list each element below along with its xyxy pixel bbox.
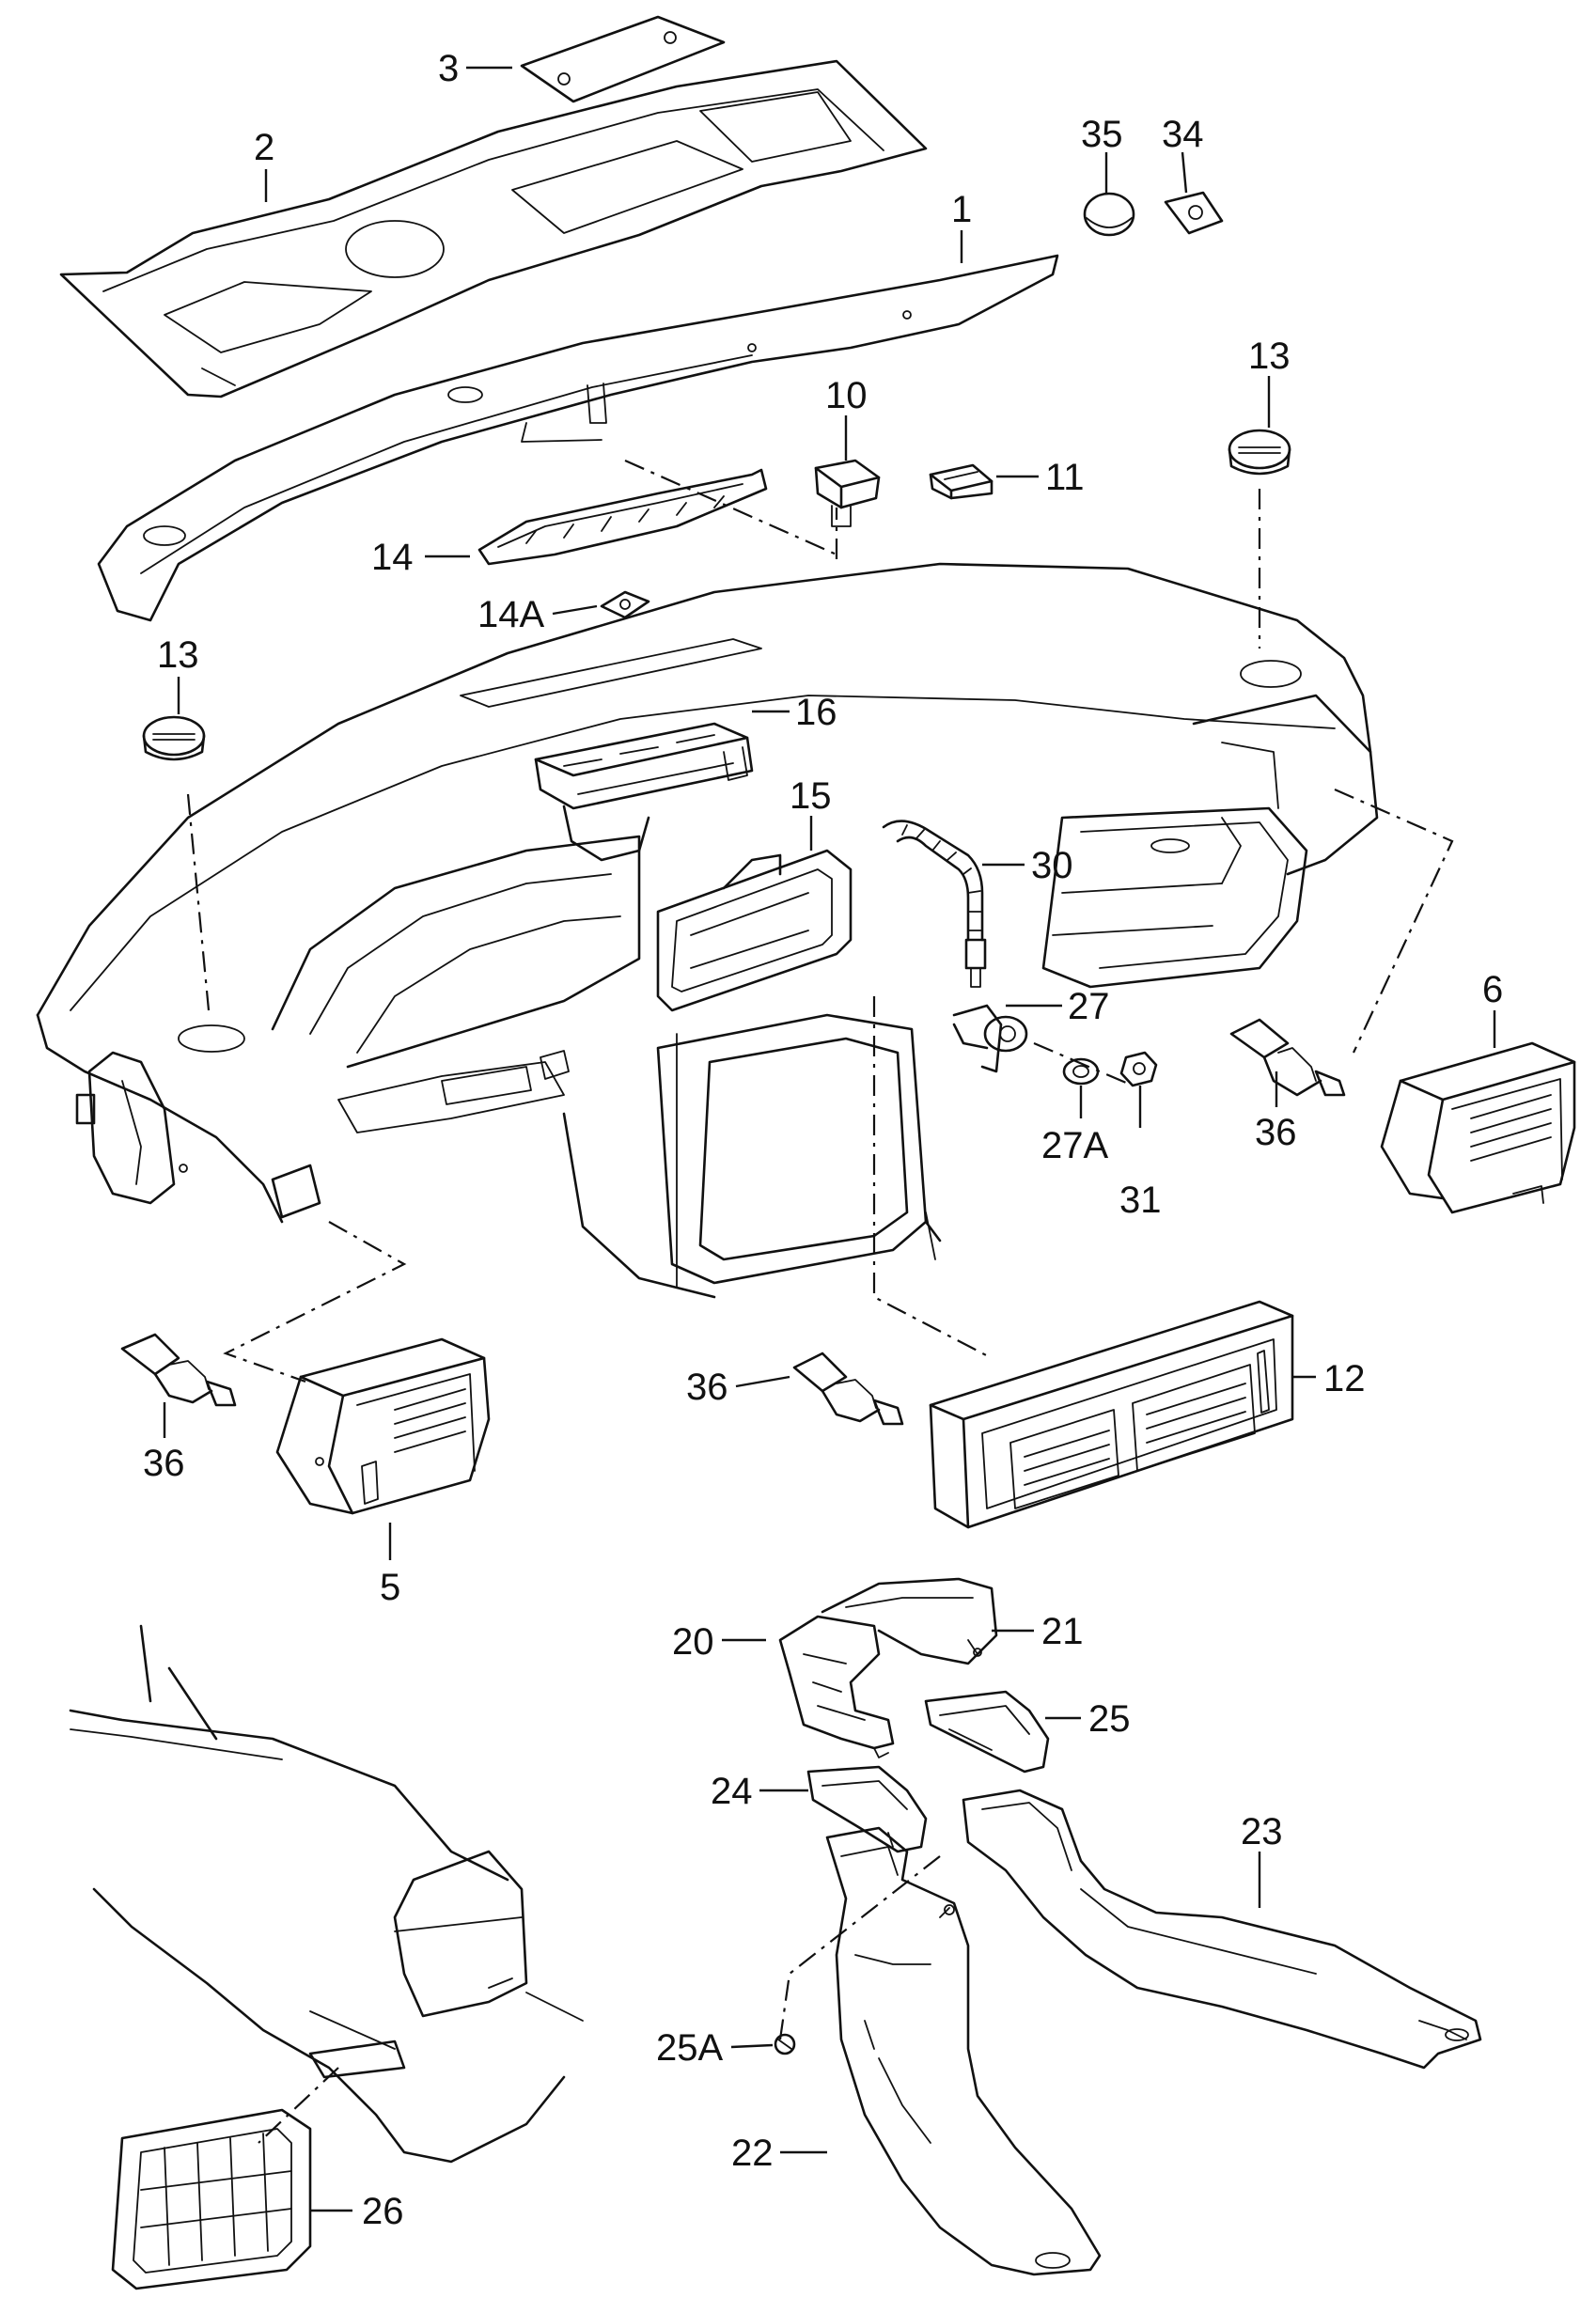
callout-25A: 25A <box>656 2027 723 2069</box>
part-5-left-vent <box>275 1337 491 1515</box>
callout-22: 22 <box>731 2133 774 2174</box>
callout-26: 26 <box>362 2191 404 2232</box>
callout-21: 21 <box>1041 1611 1084 1652</box>
callout-5: 5 <box>380 1567 400 1608</box>
callout-20: 20 <box>672 1621 714 1663</box>
part-35-plug <box>1083 192 1135 237</box>
part-13-round-grille-right <box>1228 429 1291 476</box>
callout-23: 23 <box>1241 1811 1283 1852</box>
part-15-vent-frame <box>656 849 853 1012</box>
rear-body-panel <box>69 1624 584 2164</box>
callout-27A: 27A <box>1041 1125 1108 1166</box>
part-31-nut <box>1119 1051 1158 1087</box>
part-21-duct <box>821 1577 998 1665</box>
callout-2: 2 <box>254 127 274 168</box>
part-11-clip <box>929 463 994 500</box>
part-22-footwell-duct <box>825 1826 1102 2276</box>
callout-15: 15 <box>790 775 832 817</box>
callout-1: 1 <box>951 189 972 230</box>
callout-6: 6 <box>1482 969 1503 1010</box>
part-16-dash-vent <box>534 722 754 862</box>
part-13-round-grille-left <box>142 715 206 761</box>
callout-36-right: 36 <box>1255 1112 1297 1153</box>
callout-14: 14 <box>371 537 414 578</box>
part-25A-clip <box>774 2033 796 2055</box>
part-23-floor-duct <box>962 1789 1482 2070</box>
callout-3: 3 <box>438 48 459 89</box>
alignment-lines <box>186 459 1454 2144</box>
callout-11: 11 <box>1045 457 1085 498</box>
part-34-speed-nut <box>1164 191 1224 235</box>
part-36-sensor-center <box>792 1352 904 1426</box>
dashboard-panel <box>36 562 1379 1299</box>
callout-30: 30 <box>1031 845 1073 886</box>
callout-24: 24 <box>711 1771 753 1812</box>
callout-27: 27 <box>1068 986 1110 1027</box>
leader-lines <box>163 66 1496 2212</box>
part-20-duct <box>778 1615 895 1758</box>
part-6-right-vent <box>1380 1041 1576 1214</box>
part-26-rear-grille <box>111 2108 312 2290</box>
callout-10: 10 <box>825 375 868 416</box>
part-14A-nut <box>600 590 650 619</box>
part-25-duct <box>924 1690 1050 1774</box>
callout-12: 12 <box>1323 1358 1366 1399</box>
callout-13-right: 13 <box>1248 336 1291 377</box>
part-14-defrost-vent <box>477 468 768 566</box>
part-24-duct <box>806 1765 928 1853</box>
part-36-sensor-right <box>1229 1018 1346 1097</box>
part-1-trim-strip <box>97 254 1059 622</box>
part-10-clip <box>814 459 881 527</box>
part-27-bracket <box>952 1004 1028 1073</box>
callout-31: 31 <box>1119 1180 1162 1221</box>
callout-34: 34 <box>1162 114 1204 155</box>
callout-36-center: 36 <box>686 1367 728 1408</box>
part-2-dash-tray <box>59 59 928 399</box>
callout-14A: 14A <box>477 594 544 635</box>
callout-16: 16 <box>795 692 837 733</box>
part-3-cover-plate <box>520 15 726 103</box>
callout-36-left: 36 <box>143 1443 185 1484</box>
part-30-flex-hose <box>882 820 987 988</box>
callout-25: 25 <box>1088 1698 1131 1740</box>
callout-35: 35 <box>1081 114 1123 155</box>
part-12-center-vent <box>929 1300 1294 1529</box>
callout-labels: 3 2 1 35 34 13 10 11 14 14A 13 16 15 30 … <box>143 48 1503 2232</box>
part-36-sensor-left <box>120 1333 237 1407</box>
callout-13-left: 13 <box>157 634 199 676</box>
